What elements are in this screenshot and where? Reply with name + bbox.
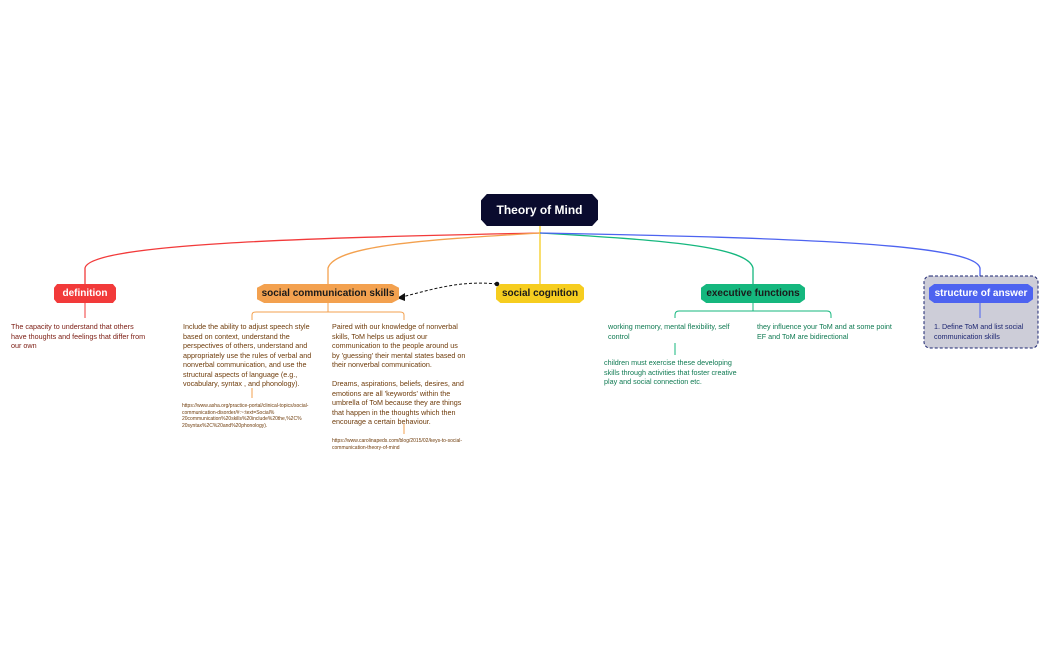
social-cognition-node[interactable]: social cognition [496, 284, 584, 303]
definition-node[interactable]: definition [54, 284, 116, 303]
connector-exec-bracket [674, 303, 832, 318]
relationship-arrowhead [397, 293, 405, 301]
definition-text: The capacity to understand that others h… [11, 322, 146, 350]
exec-text-left: working memory, mental flexibility, self… [608, 322, 730, 341]
executive-functions-node[interactable]: executive functions [701, 284, 805, 303]
connector-social-comm-bracket [251, 303, 405, 320]
root-node[interactable]: Theory of Mind [481, 194, 598, 226]
exec-text-below: children must exercise these developing … [604, 358, 737, 386]
social-communication-skills-node[interactable]: social communication skills [257, 284, 399, 303]
social-comm-text-right: Paired with our knowledge of nonverbal s… [332, 322, 466, 426]
connector-structure [539, 232, 981, 284]
structure-of-answer-node[interactable]: structure of answer [929, 284, 1033, 303]
connector-definition [84, 232, 541, 284]
relationship-start-dot [494, 281, 500, 287]
social-comm-url-right[interactable]: https://www.carolinapeds.com/blog/2015/0… [332, 438, 463, 451]
relationship-dashed-line [401, 282, 498, 298]
exec-text-right: they influence your ToM and at some poin… [757, 322, 892, 341]
connector-exec [539, 232, 754, 284]
social-comm-text-left: Include the ability to adjust speech sty… [183, 322, 312, 388]
social-comm-url-left[interactable]: https://www.asha.org/practice-portal/cli… [182, 403, 309, 429]
structure-text: 1. Define ToM and list social communicat… [934, 322, 1024, 341]
connector-social-comm [327, 232, 541, 284]
